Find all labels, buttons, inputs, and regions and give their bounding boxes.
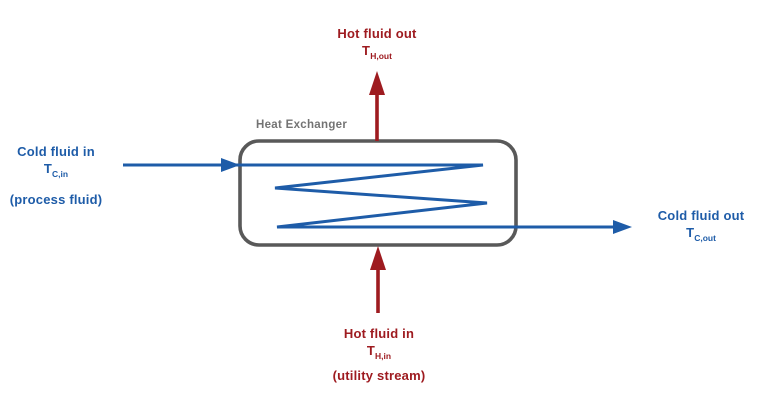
cold-in-temperature-symbol: TC,in (43, 161, 69, 179)
hot-in-note: (utility stream) (332, 368, 426, 383)
cold-out-arrowhead (613, 220, 632, 234)
cold-fluid-in-label: Cold fluid in (17, 144, 95, 159)
cold-in-arrowhead (221, 158, 240, 172)
hot-fluid-out-label-block: Hot fluid out TH,out (337, 26, 416, 65)
cold-out-temperature-symbol: TC,out (686, 225, 716, 243)
cold-fluid-out-label: Cold fluid out (657, 208, 745, 223)
hot-fluid-out-label: Hot fluid out (337, 26, 417, 41)
hot-in-arrowhead (370, 246, 386, 270)
cold-fluid-in-label-block: Cold fluid in TC,in (process fluid) (10, 144, 103, 208)
hot-out-temperature-symbol: TH,out (362, 43, 392, 61)
hot-in-temperature-symbol: TH,in (366, 343, 392, 361)
cold-fluid-out-label-block: Cold fluid out TC,out (658, 208, 745, 247)
hot-out-arrowhead (369, 71, 385, 95)
cold-in-note: (process fluid) (9, 192, 103, 207)
cold-stream-zigzag-path (123, 163, 618, 229)
vessel-label: Heat Exchanger (256, 119, 348, 131)
heat-exchanger-vessel (238, 139, 518, 247)
hot-fluid-in-label: Hot fluid in (343, 326, 415, 341)
hot-fluid-in-label-block: Hot fluid in TH,in (utility stream) (333, 326, 426, 384)
